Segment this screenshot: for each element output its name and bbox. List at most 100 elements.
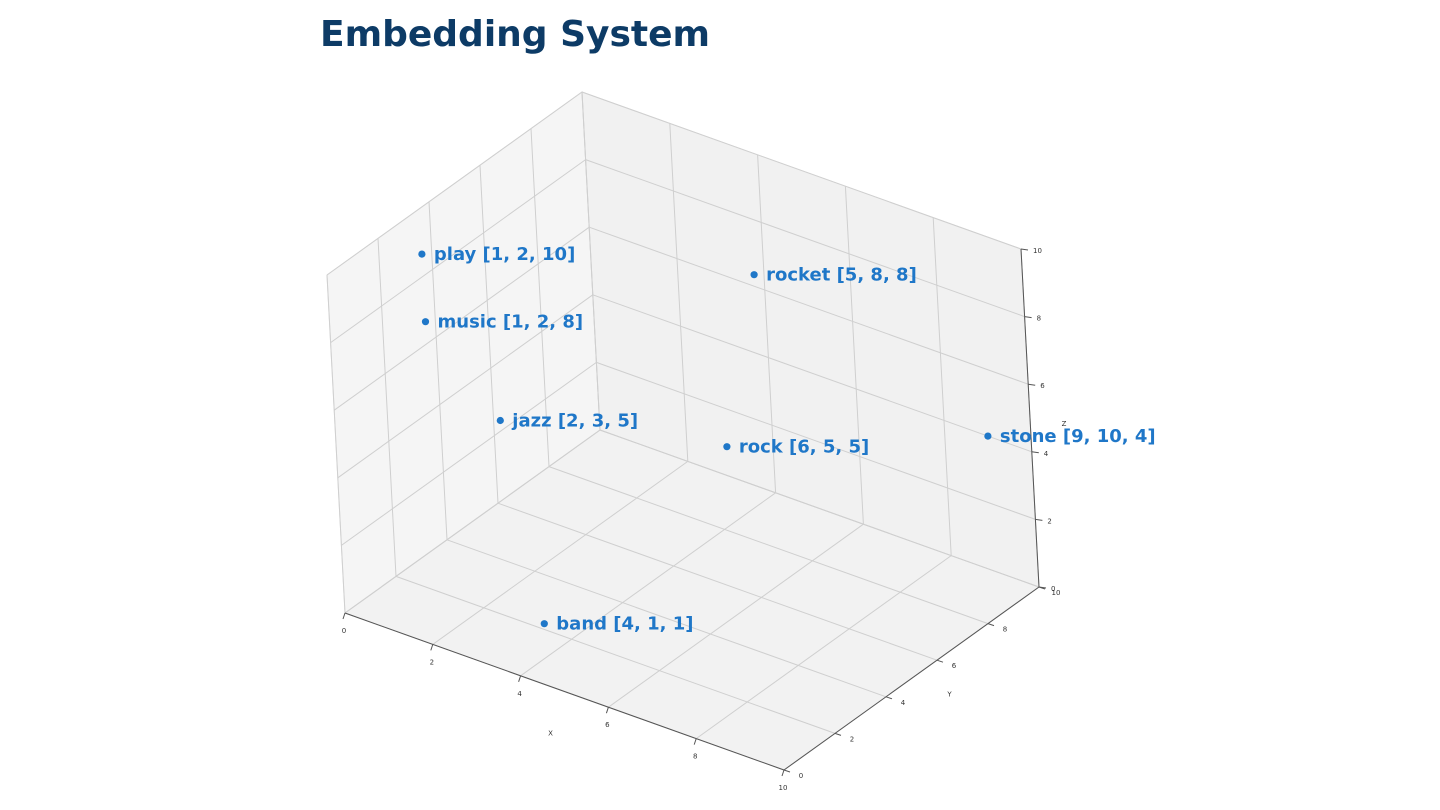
grid-line-z xyxy=(337,294,594,479)
z-axis-line xyxy=(1020,248,1040,588)
z-tick-mark xyxy=(1028,383,1036,386)
x-tick-mark xyxy=(781,769,785,777)
grid-line-y xyxy=(326,274,346,614)
grid-line-z xyxy=(596,361,1036,520)
grid-line-y xyxy=(395,575,836,734)
grid-line-z xyxy=(341,361,597,546)
data-point: rock [6, 5, 5] xyxy=(723,437,869,458)
grid-line-x xyxy=(695,555,952,740)
z-tick-label: 2 xyxy=(1047,517,1051,525)
chart-title: Embedding System xyxy=(320,14,711,55)
data-point-label: music [1, 2, 8] xyxy=(438,312,584,333)
grid-line-z xyxy=(344,429,601,614)
data-point: band [4, 1, 1] xyxy=(540,614,694,635)
data-point-marker xyxy=(723,443,731,451)
data-point-marker xyxy=(421,318,430,326)
axes-panes xyxy=(326,91,1041,771)
y-tick-mark xyxy=(936,659,944,663)
tick-marks xyxy=(342,248,1047,777)
y-tick-mark xyxy=(783,769,791,773)
x-tick-mark xyxy=(518,675,522,682)
axis-lines xyxy=(344,248,1040,771)
x-tick-label: 4 xyxy=(517,690,522,698)
data-point-label: jazz [2, 3, 5] xyxy=(511,411,638,432)
grid-line-y xyxy=(548,466,989,625)
grid-lines xyxy=(326,91,1040,771)
data-point: rocket [5, 8, 8] xyxy=(750,265,917,286)
z-tick-label: 8 xyxy=(1037,315,1041,323)
z-tick-mark xyxy=(1031,451,1039,454)
x-tick-label: 10 xyxy=(779,784,788,792)
grid-line-x xyxy=(757,154,777,493)
z-tick-mark xyxy=(1035,518,1043,521)
data-point-label: rocket [5, 8, 8] xyxy=(766,265,917,286)
grid-line-y xyxy=(530,128,550,467)
x-tick-mark xyxy=(342,612,346,620)
data-point-label: stone [9, 10, 4] xyxy=(1000,426,1156,447)
z-tick-label: 6 xyxy=(1040,382,1045,390)
data-point: music [1, 2, 8] xyxy=(421,312,584,333)
grid-line-z xyxy=(589,226,1029,385)
y-tick-label: 6 xyxy=(952,662,957,670)
grid-line-x xyxy=(520,492,776,677)
grid-line-x xyxy=(844,186,864,525)
grid-line-z xyxy=(599,429,1040,588)
z-tick-label: 10 xyxy=(1033,247,1042,255)
data-points: play [1, 2, 10] rocket [5, 8, 8] music [1,… xyxy=(418,244,1156,635)
data-point-marker xyxy=(984,432,992,440)
grid-line-z xyxy=(326,91,583,276)
y-tick-label: 10 xyxy=(1052,589,1061,597)
z-tick-mark xyxy=(1020,248,1029,251)
data-point-label: band [4, 1, 1] xyxy=(556,614,693,635)
data-point-marker xyxy=(540,620,548,628)
grid-line-z xyxy=(330,159,586,344)
data-point-label: rock [6, 5, 5] xyxy=(739,437,869,458)
grid-line-x xyxy=(432,460,689,645)
x-axis-line xyxy=(344,612,785,771)
z-tick-mark xyxy=(1024,316,1032,319)
x-tick-label: 8 xyxy=(693,753,697,761)
grid-line-x xyxy=(669,123,689,462)
y-tick-mark xyxy=(987,623,995,627)
data-point-marker xyxy=(496,416,504,425)
data-point: jazz [2, 3, 5] xyxy=(496,411,638,432)
x-tick-label: 6 xyxy=(605,721,610,729)
data-point-label: play [1, 2, 10] xyxy=(434,244,575,265)
x-tick-mark xyxy=(430,644,434,651)
y-tick-mark xyxy=(885,696,893,700)
x-axis-label: X xyxy=(548,730,553,738)
y-tick-mark xyxy=(834,732,842,736)
grid-line-y xyxy=(428,201,448,540)
grid-line-y xyxy=(446,539,887,698)
data-point: play [1, 2, 10] xyxy=(418,244,575,265)
z-tick-mark xyxy=(1038,586,1047,589)
x-tick-mark xyxy=(693,738,697,745)
x-tick-label: 2 xyxy=(430,658,434,666)
grid-line-z xyxy=(333,226,590,411)
y-tick-label: 8 xyxy=(1003,626,1007,634)
data-point-marker xyxy=(750,271,758,279)
z-tick-label: 4 xyxy=(1044,450,1049,458)
y-tick-label: 4 xyxy=(901,699,906,707)
grid-line-x xyxy=(932,217,952,556)
y-axis-line xyxy=(783,586,1040,771)
x-tick-label: 0 xyxy=(342,627,346,635)
data-point-marker xyxy=(418,250,426,258)
grid-line-y xyxy=(497,502,938,661)
grid-line-z xyxy=(585,159,1025,318)
z-axis-label: Z xyxy=(1062,420,1067,428)
grid-line-x xyxy=(608,523,864,708)
z-tick-label: 0 xyxy=(1051,585,1055,593)
grid-line-z xyxy=(592,294,1032,453)
grid-line-y xyxy=(581,91,601,431)
grid-line-y xyxy=(377,238,397,577)
grid-line-z xyxy=(581,91,1022,250)
data-point: stone [9, 10, 4] xyxy=(984,426,1156,447)
y-tick-label: 2 xyxy=(850,735,854,743)
y-tick-label: 0 xyxy=(799,772,803,780)
x-tick-mark xyxy=(605,707,609,714)
y-axis-label: Y xyxy=(946,691,952,699)
grid-line-y xyxy=(479,165,499,504)
